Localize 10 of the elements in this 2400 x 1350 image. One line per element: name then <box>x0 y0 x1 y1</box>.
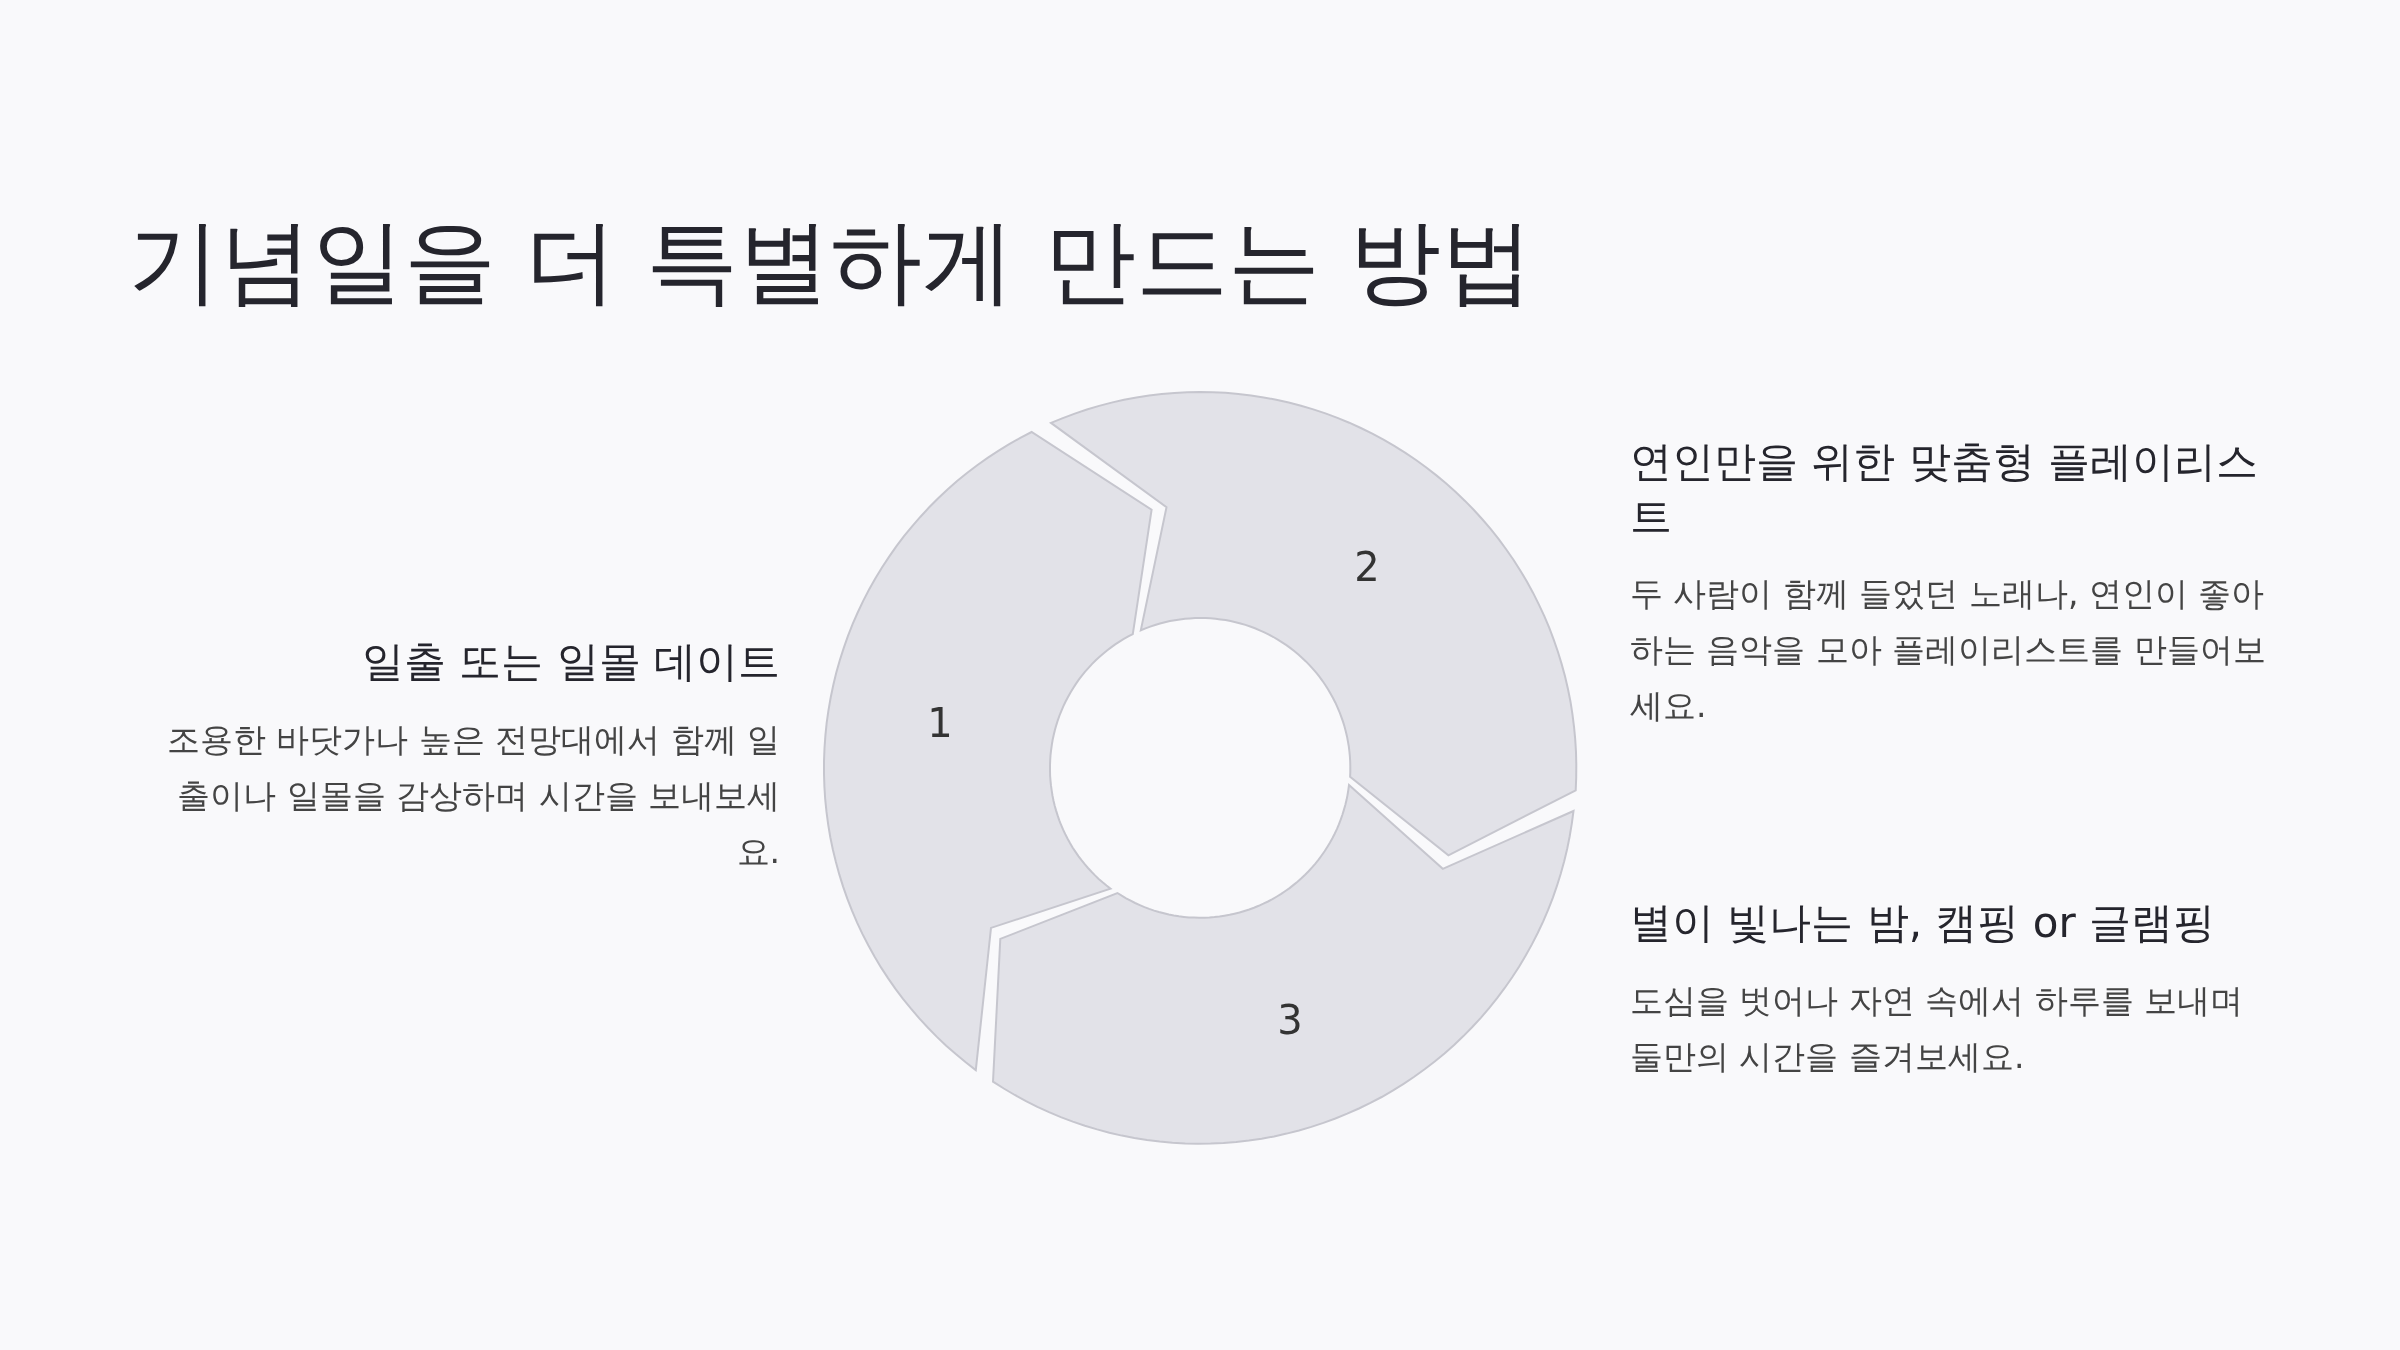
step-heading: 연인만을 위한 맞춤형 플레이리스트 <box>1630 436 2260 543</box>
step-description: 두 사람이 함께 들었던 노래나, 연인이 좋아하는 음악을 모아 플레이리스트를 만들어보세요. <box>1630 573 2267 728</box>
step-heading: 일출 또는 일몰 데이트 <box>360 636 780 688</box>
title: 기념일을 더 특별하게 만드는 방법 <box>128 207 1533 317</box>
step-number: 2 <box>1354 544 1380 590</box>
step-heading: 별이 빛나는 밤, 캠핑 or 글램핑 <box>1630 897 2217 949</box>
step-description: 도심을 벗어나 자연 속에서 하루를 보내며 둘만의 시간을 즐겨보세요. <box>1630 979 2245 1078</box>
step-description: 조용한 바닷가나 높은 전망대에서 함께 일출이나 일몰을 감상하며 시간을 보내보세요. <box>165 718 780 873</box>
step-number: 3 <box>1277 997 1303 1043</box>
step-number: 1 <box>927 700 953 746</box>
